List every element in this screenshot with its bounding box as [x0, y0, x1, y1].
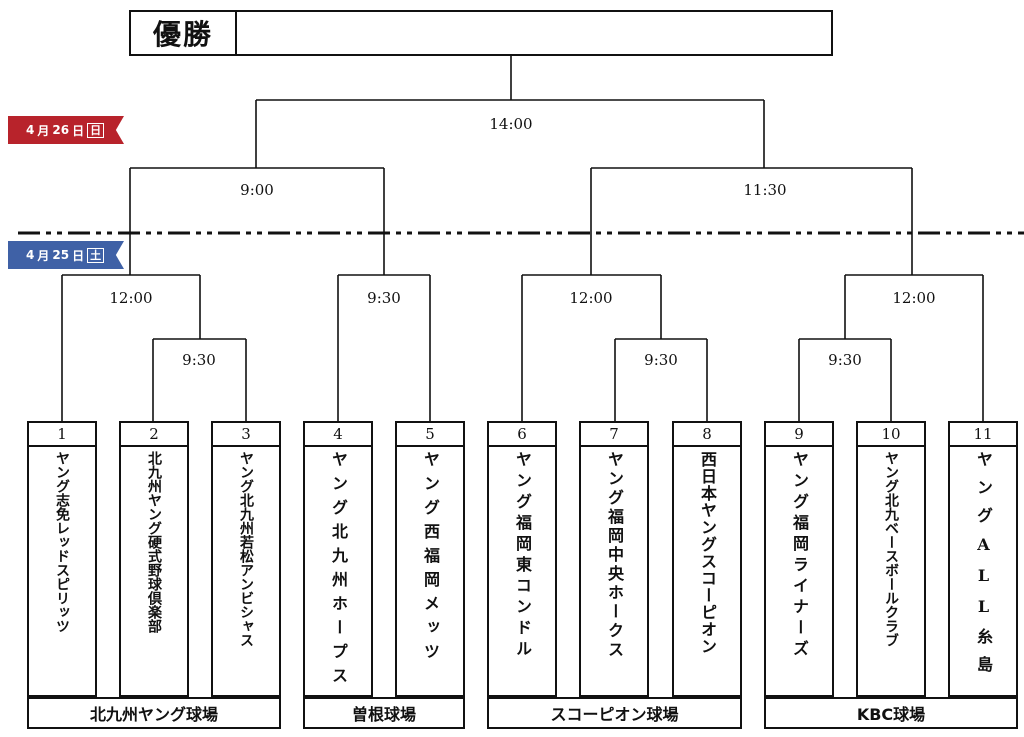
venue-kitakyushu-young: 北九州ヤング球場: [27, 697, 281, 729]
team-box-5: 5 ヤング西福岡メッツ: [395, 421, 465, 697]
team-name: ヤング北九州ホープス: [329, 451, 348, 691]
team-number: 11: [950, 423, 1016, 447]
team-box-4: 4 ヤング北九州ホープス: [303, 421, 373, 697]
date-day1-month-unit: 月: [37, 248, 50, 263]
venue-kbc: KBC球場: [764, 697, 1018, 729]
team-name: 北九州ヤング硬式野球倶楽部: [146, 451, 162, 633]
team-number: 9: [766, 423, 832, 447]
date-day1-month: 4: [26, 248, 35, 262]
team-name: ヤング北九州若松アンビシャス: [238, 451, 254, 647]
r1-78-connector: [614, 338, 708, 421]
team-box-10: 10 ヤング北九ベースボールクラブ: [856, 421, 926, 697]
date-day1-day-unit: 日: [72, 248, 85, 263]
semi-left-connector: [129, 167, 385, 275]
team-box-3: 3 ヤング北九州若松アンビシャス: [211, 421, 281, 697]
team-number: 2: [121, 423, 187, 447]
team-name: ヤング福岡ライナーズ: [790, 451, 809, 661]
date-day2-day: 26: [52, 123, 70, 137]
team-name: ヤング福岡中央ホークス: [605, 451, 624, 660]
qf2-connector: [337, 274, 431, 421]
qf1-connector: [61, 274, 201, 421]
champion-label: 優勝: [131, 12, 237, 54]
time-qf4: 12:00: [892, 289, 935, 307]
team-number: 4: [305, 423, 371, 447]
team-box-7: 7 ヤング福岡中央ホークス: [579, 421, 649, 697]
team-number: 6: [489, 423, 555, 447]
semi-right-connector: [590, 167, 913, 275]
team-name: ヤングALL糸島: [974, 451, 993, 684]
date-day1-day: 25: [52, 248, 70, 262]
time-qf1: 12:00: [109, 289, 152, 307]
time-semi-right: 11:30: [743, 181, 786, 199]
team-name: ヤング福岡東コンドル: [513, 451, 532, 661]
team-box-9: 9 ヤング福岡ライナーズ: [764, 421, 834, 697]
champion-box: 優勝: [129, 10, 833, 56]
time-qf2: 9:30: [367, 289, 401, 307]
team-name: ヤング西福岡メッツ: [421, 451, 440, 667]
date-day2-month: 4: [26, 123, 35, 137]
team-number: 8: [674, 423, 740, 447]
team-box-8: 8 西日本ヤングスコーピオン: [672, 421, 742, 697]
venue-scorpion: スコーピオン球場: [487, 697, 742, 729]
r1-23-connector: [152, 338, 247, 421]
time-final: 14:00: [489, 115, 532, 133]
team-number: 5: [397, 423, 463, 447]
date-day1-weekday: 土: [87, 247, 105, 263]
team-box-11: 11 ヤングALL糸島: [948, 421, 1018, 697]
date-day2-month-unit: 月: [37, 123, 50, 138]
team-box-1: 1 ヤング志免レッドスピリッツ: [27, 421, 97, 697]
date-day2-day-unit: 日: [72, 123, 85, 138]
r1-910-connector: [798, 338, 892, 421]
time-qf3: 12:00: [569, 289, 612, 307]
team-number: 1: [29, 423, 95, 447]
time-r1-910: 9:30: [828, 351, 862, 369]
team-name: 西日本ヤングスコーピオン: [698, 451, 717, 655]
time-r1-78: 9:30: [644, 351, 678, 369]
final-connector: [255, 56, 765, 168]
team-name: ヤング北九ベースボールクラブ: [883, 451, 899, 647]
team-number: 10: [858, 423, 924, 447]
team-number: 7: [581, 423, 647, 447]
venue-sone: 曽根球場: [303, 697, 465, 729]
team-name: ヤング志免レッドスピリッツ: [54, 451, 70, 633]
champion-value: [237, 12, 831, 54]
date-day2-weekday: 日: [87, 122, 105, 138]
time-r1-23: 9:30: [182, 351, 216, 369]
team-box-6: 6 ヤング福岡東コンドル: [487, 421, 557, 697]
qf4-connector: [844, 274, 984, 421]
team-number: 3: [213, 423, 279, 447]
team-box-2: 2 北九州ヤング硬式野球倶楽部: [119, 421, 189, 697]
qf3-connector: [521, 274, 662, 421]
time-semi-left: 9:00: [240, 181, 274, 199]
